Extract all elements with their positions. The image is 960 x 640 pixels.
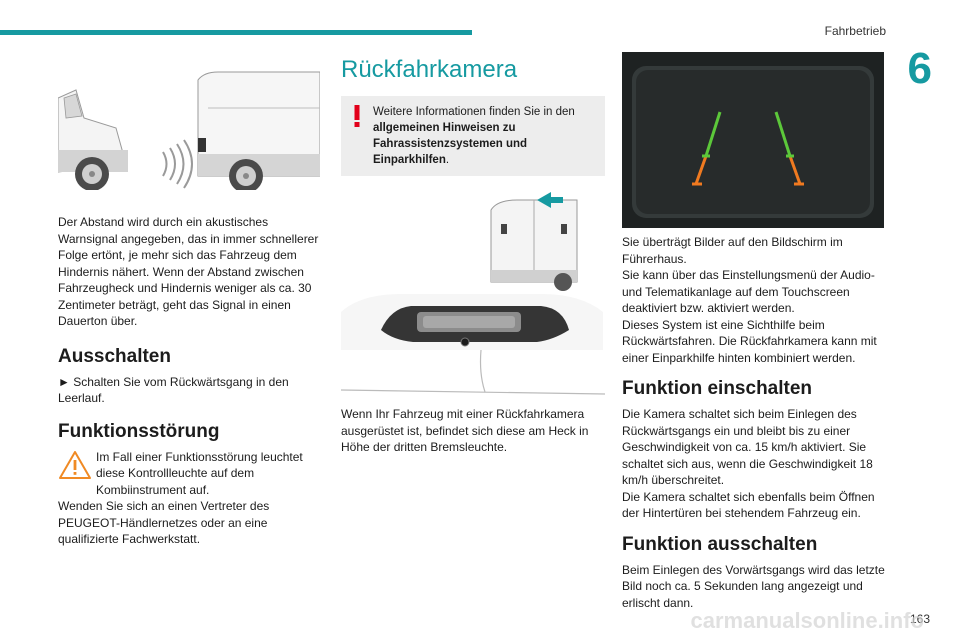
stoerung-paragraph-2: Wenden Sie sich an einen Vertreter des P… <box>58 499 270 546</box>
camera-location-illustration <box>341 190 605 400</box>
warning-block: Im Fall einer Funktionsstörung leuchtet … <box>58 449 324 548</box>
warning-triangle-icon <box>59 450 91 479</box>
column-3: Sie überträgt Bilder auf den Bildschirm … <box>622 50 888 611</box>
arrow-icon <box>537 192 563 208</box>
note-bold: allgemeinen Hinweisen zu Fahrassistenzsy… <box>373 122 528 166</box>
camera-screen-illustration <box>622 52 888 228</box>
camera-location-paragraph: Wenn Ihr Fahrzeug mit einer Rückfahrkame… <box>341 407 589 454</box>
section-title: Rückfahrkamera <box>341 56 518 83</box>
exclamation-icon <box>354 105 360 127</box>
chapter-number: 6 <box>907 44 932 93</box>
einschalten-heading: Funktion einschalten <box>622 378 813 399</box>
stoerung-paragraph-1: Im Fall einer Funktionsstörung leuchtet … <box>58 449 324 499</box>
intro-paragraph: Der Abstand wird durch ein akustisches W… <box>58 215 319 328</box>
note-plain: Weitere Informationen finden Sie in den <box>373 106 575 118</box>
header-accent-bar <box>0 30 472 35</box>
note-end: . <box>445 154 450 166</box>
column-1: Der Abstand wird durch ein akustisches W… <box>58 50 324 548</box>
page-number: 163 <box>909 612 930 626</box>
parking-sensor-illustration <box>58 68 324 190</box>
ausschalten-function-heading: Funktion ausschalten <box>622 533 818 555</box>
ausschalten-paragraph: ► Schalten Sie vom Rückwärtsgang in den … <box>58 374 289 406</box>
funktionsstoerung-heading: Funktionsstörung <box>58 420 220 442</box>
watermark: carmanualsonline.info <box>690 608 925 633</box>
column-2: Rückfahrkamera Weitere Informationen fin… <box>341 50 605 456</box>
stoerung-text-1: Im Fall einer Funktionsstörung leuchtet … <box>96 449 303 497</box>
einschalten-paragraph: Die Kamera schaltet sich beim Einlegen d… <box>622 407 875 520</box>
running-title: Fahrbetrieb <box>824 24 886 38</box>
camera-description-paragraph: Sie überträgt Bilder auf den Bildschirm … <box>622 235 877 365</box>
ausschalten-function-paragraph: Beim Einlegen des Vorwärtsgangs wird das… <box>622 562 885 610</box>
note-text: Weitere Informationen finden Sie in den … <box>349 104 597 168</box>
info-note-box: Weitere Informationen finden Sie in den … <box>341 96 605 176</box>
ausschalten-heading: Ausschalten <box>58 345 171 367</box>
